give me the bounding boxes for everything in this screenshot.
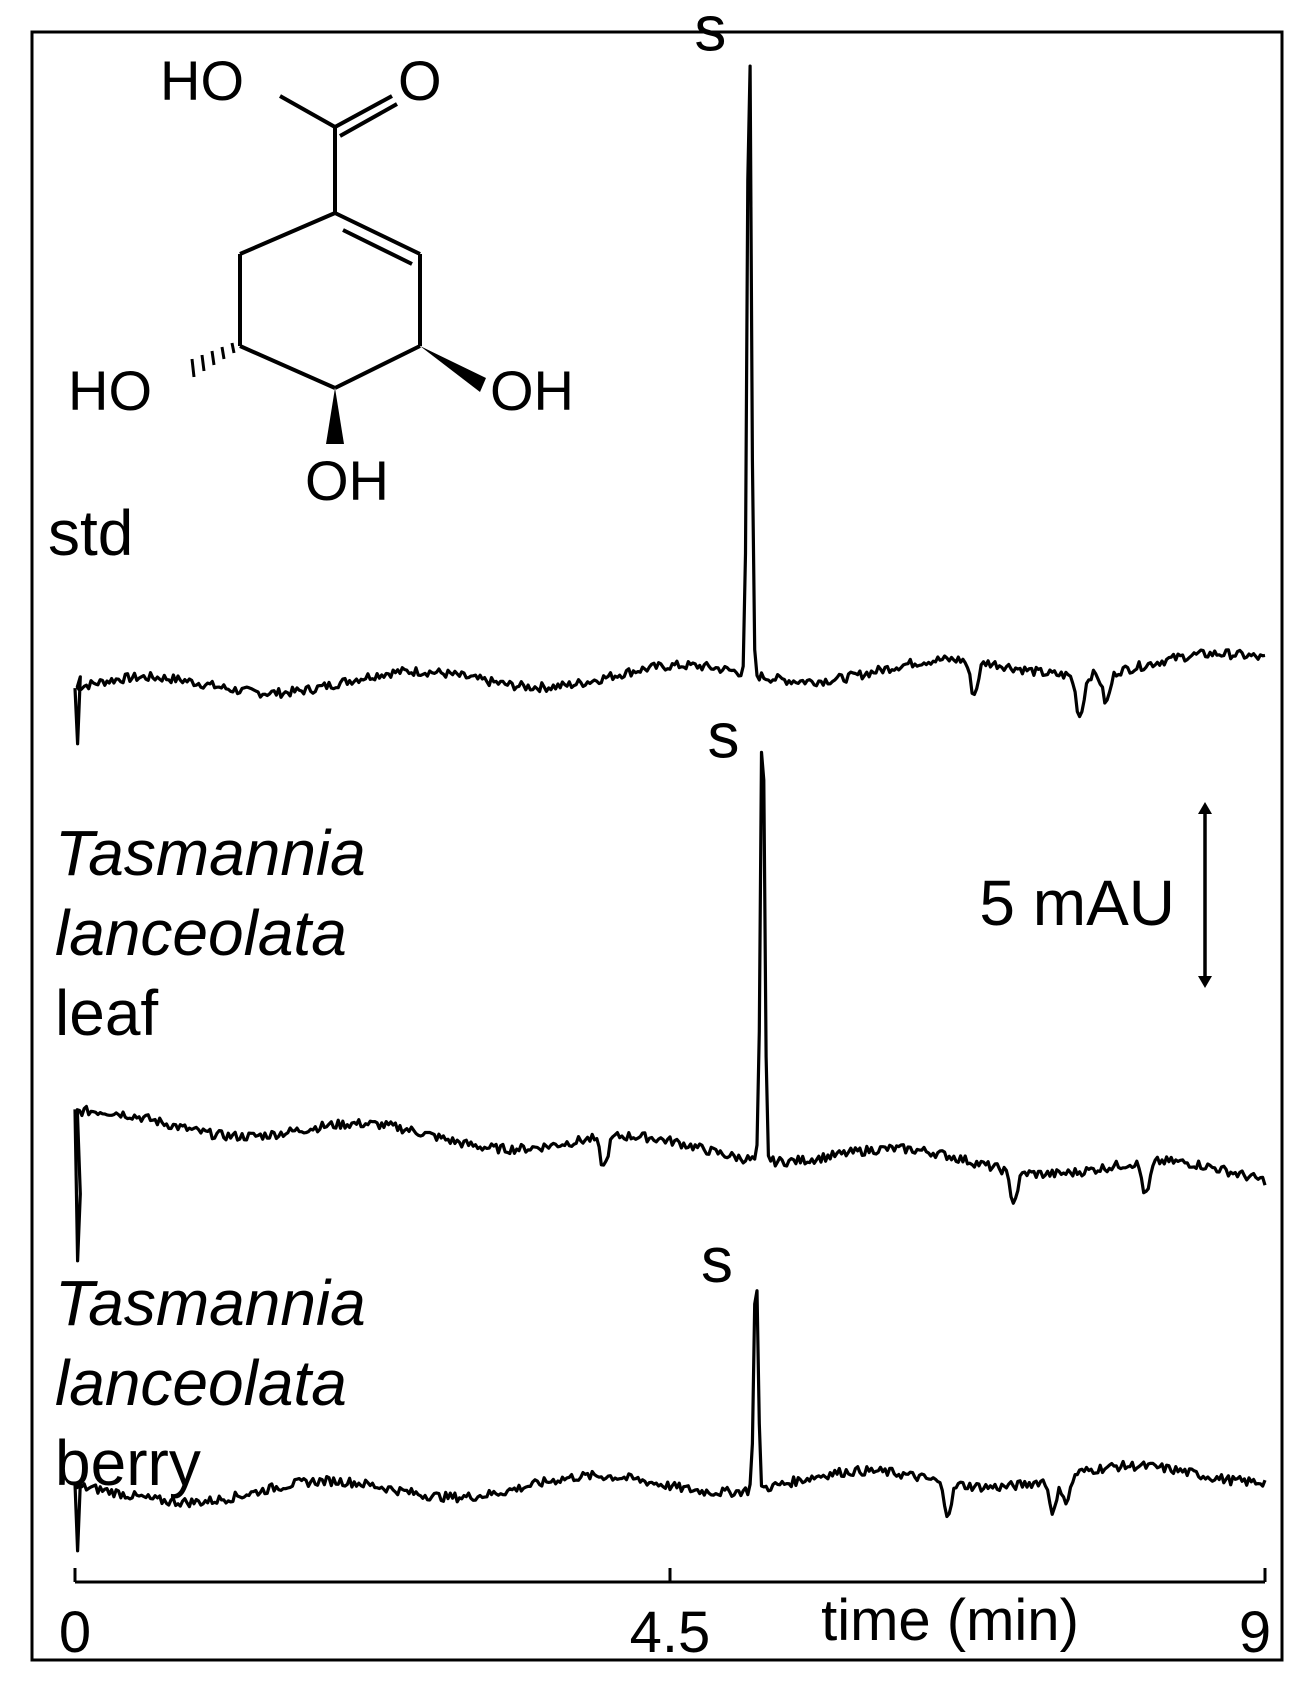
- trace-std: [73, 64, 1266, 746]
- peak-label-std: s: [694, 0, 726, 65]
- peak-label-leaf: s: [708, 699, 740, 771]
- trace-berry: [73, 1289, 1267, 1553]
- structure-label-ho-acid: HO: [160, 49, 244, 112]
- x-tick-label-2: 9: [1239, 1600, 1271, 1665]
- trace-label-leaf-line-2: leaf: [55, 977, 158, 1049]
- scale-bar: 5 mAU: [979, 802, 1212, 988]
- traces-layer: s s s: [73, 0, 1267, 1553]
- chemical-structure: HO O HO OH OH: [68, 49, 574, 512]
- x-tick-label-1: 4.5: [630, 1600, 711, 1665]
- structure-label-ho-left: HO: [68, 359, 152, 422]
- trace-label-std-line-0: std: [48, 497, 133, 569]
- structure-label-o: O: [398, 49, 442, 112]
- x-axis: time (min) 0 4.5 9: [59, 1568, 1271, 1665]
- trace-labels-layer: stdTasmannialanceolataleafTasmannialance…: [48, 497, 366, 1499]
- x-axis-label: time (min): [821, 1588, 1079, 1653]
- trace-label-berry-line-1: lanceolata: [55, 1347, 347, 1419]
- scale-bar-label: 5 mAU: [979, 867, 1175, 939]
- trace-leaf: [73, 750, 1267, 1263]
- trace-label-leaf-line-1: lanceolata: [55, 897, 347, 969]
- x-tick-label-0: 0: [59, 1600, 91, 1665]
- structure-label-oh-right: OH: [490, 359, 574, 422]
- trace-label-leaf-line-0: Tasmannia: [55, 817, 366, 889]
- trace-label-berry-line-0: Tasmannia: [55, 1267, 366, 1339]
- plot-frame: [30, 30, 1284, 1662]
- structure-label-oh-bottom: OH: [305, 449, 389, 512]
- trace-label-berry-line-2: berry: [55, 1427, 201, 1499]
- peak-label-berry: s: [701, 1224, 733, 1296]
